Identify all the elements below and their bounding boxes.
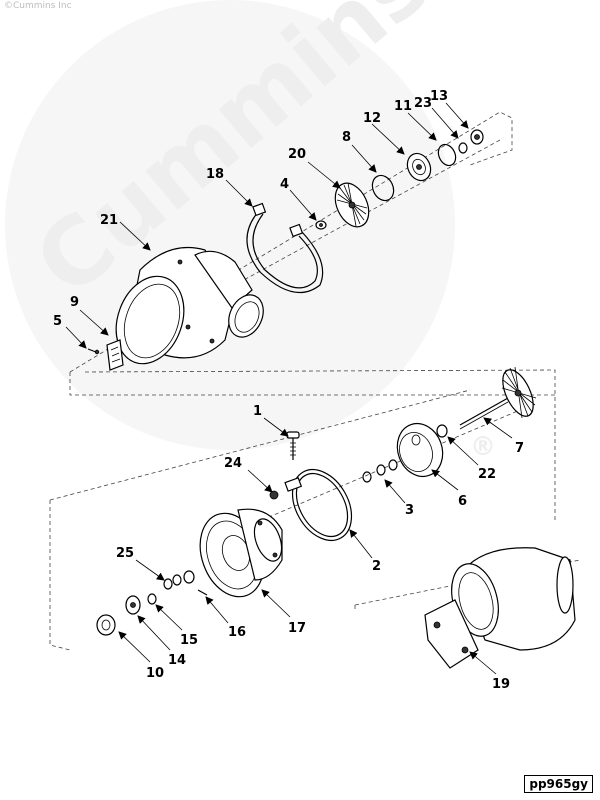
turbine-wheel-shaft-7	[459, 366, 537, 430]
nameplate-9	[106, 339, 124, 371]
callout-3: 3	[405, 503, 414, 518]
washer-10	[96, 614, 116, 636]
callout-15: 15	[180, 633, 198, 648]
callout-1: 1	[253, 404, 262, 419]
washer-15	[147, 593, 157, 605]
callout-22: 22	[478, 467, 496, 482]
callout-2: 2	[372, 559, 381, 574]
callout-20: 20	[288, 147, 306, 162]
callout-10: 10	[146, 666, 164, 681]
pin-16	[197, 589, 208, 596]
callout-21: 21	[100, 213, 118, 228]
callout-25: 25	[116, 546, 134, 561]
callout-14: 14	[168, 653, 186, 668]
bolt-1	[286, 431, 300, 460]
callout-7: 7	[515, 441, 524, 456]
diagram-code-label: pp965gy	[524, 775, 593, 793]
nut-4	[315, 220, 327, 230]
callout-9: 9	[70, 295, 79, 310]
heat-shield-6	[396, 422, 444, 478]
compressor-housing-21	[115, 246, 264, 365]
svg-text:®: ®	[470, 432, 496, 462]
callout-8: 8	[342, 130, 351, 145]
callout-19: 19	[492, 677, 510, 692]
callout-16: 16	[228, 625, 246, 640]
insert-12	[406, 152, 432, 182]
compressor-wheel-20	[334, 182, 370, 228]
callout-11: 11	[394, 99, 412, 114]
callout-24: 24	[224, 456, 242, 471]
watermark: Cummins ®	[5, 0, 496, 462]
screw-5	[87, 348, 100, 355]
piston-ring-22	[436, 424, 448, 438]
callout-13: 13	[430, 89, 448, 104]
callout-4: 4	[280, 177, 289, 192]
fittings-25	[163, 570, 195, 590]
turbine-housing-19	[424, 547, 576, 669]
callout-6: 6	[458, 494, 467, 509]
snap-ring-8	[371, 174, 395, 202]
seal-3	[362, 459, 398, 483]
callout-labels: 1 2 3 4 5 6 7 8 9 10 11 12 13 14 15 16 1…	[53, 89, 524, 692]
seal-ring-23	[458, 142, 468, 154]
callout-17: 17	[288, 621, 306, 636]
callout-12: 12	[363, 111, 381, 126]
bearing-housing-17	[199, 508, 283, 598]
callout-18: 18	[206, 167, 224, 182]
plate-14	[125, 595, 141, 615]
callout-5: 5	[53, 314, 62, 329]
nut-24	[269, 490, 279, 500]
callout-23: 23	[414, 96, 432, 111]
o-ring-11	[437, 143, 457, 167]
nut-13	[470, 129, 484, 145]
v-band-clamp-18	[246, 202, 324, 294]
copyright-notice: ©Cummins Inc	[4, 1, 72, 11]
v-band-clamp-2	[284, 469, 353, 541]
leader-lines	[65, 102, 513, 675]
